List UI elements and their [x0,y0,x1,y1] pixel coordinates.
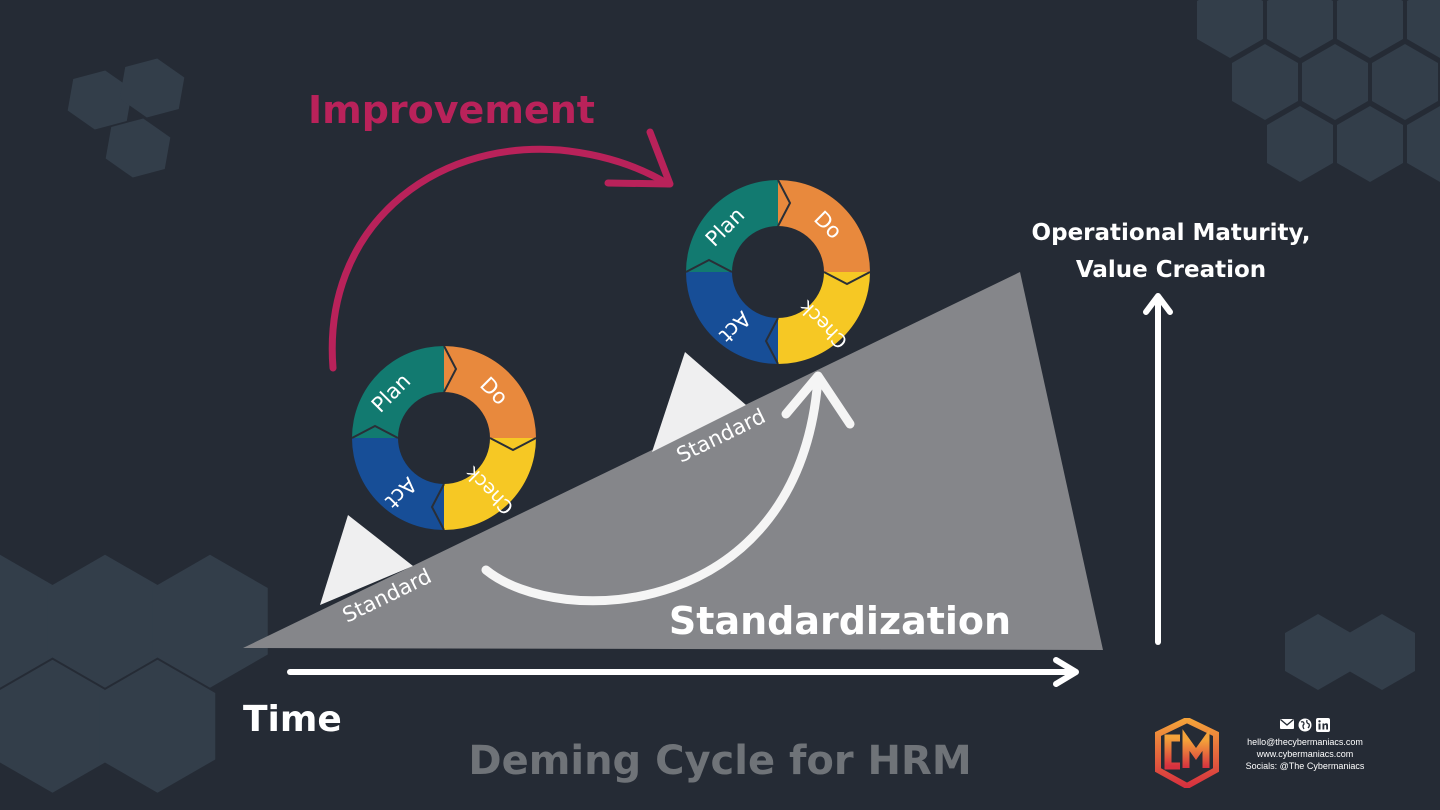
mail-icon[interactable] [1280,718,1294,730]
act-segment [686,272,778,364]
hex-cluster-top-right [1197,0,1440,182]
standardization-curve-arrow [481,371,855,606]
contact-website[interactable]: www.cybermaniacs.com [1256,749,1354,759]
y-axis-label-line2: Value Creation [1076,257,1266,283]
contact-block: hello@thecybermaniacs.com www.cybermania… [1230,718,1380,772]
act-segment [352,438,444,530]
improvement-label: Improvement [308,88,595,132]
do-segment [444,346,536,438]
maturity-axis-arrow [1143,293,1173,645]
check-segment [778,272,870,364]
pdca-cycle-lower: Plan Do Check Act [351,345,537,531]
page-title: Deming Cycle for HRM [468,738,971,784]
contact-icons [1230,718,1380,732]
hex-cluster-bottom-right [1285,614,1415,690]
standard-wedge-upper [652,352,746,452]
standard-wedge-lower [320,515,413,605]
standardization-ramp [243,272,1103,650]
hex-cluster-bottom-left [0,554,268,793]
do-segment [778,180,870,272]
improvement-arrow [328,128,674,372]
check-segment [444,438,536,530]
background-hexagons [0,0,1440,793]
cybermaniacs-logo [1155,718,1219,788]
standardization-label: Standardization [669,599,1011,643]
y-axis-label-line1: Operational Maturity, [1032,220,1311,246]
pdca-cycle-upper: Plan Do Check Act [685,179,871,365]
linkedin-icon[interactable] [1316,718,1330,732]
globe-icon[interactable] [1298,718,1312,732]
hex-cluster-top-left [67,58,185,178]
plan-segment [686,180,778,272]
plan-segment [352,346,444,438]
time-label: Time [243,699,342,740]
contact-socials: Socials: @The Cybermaniacs [1245,761,1365,771]
time-axis-arrow [287,657,1079,687]
contact-email[interactable]: hello@thecybermaniacs.com [1247,737,1363,747]
